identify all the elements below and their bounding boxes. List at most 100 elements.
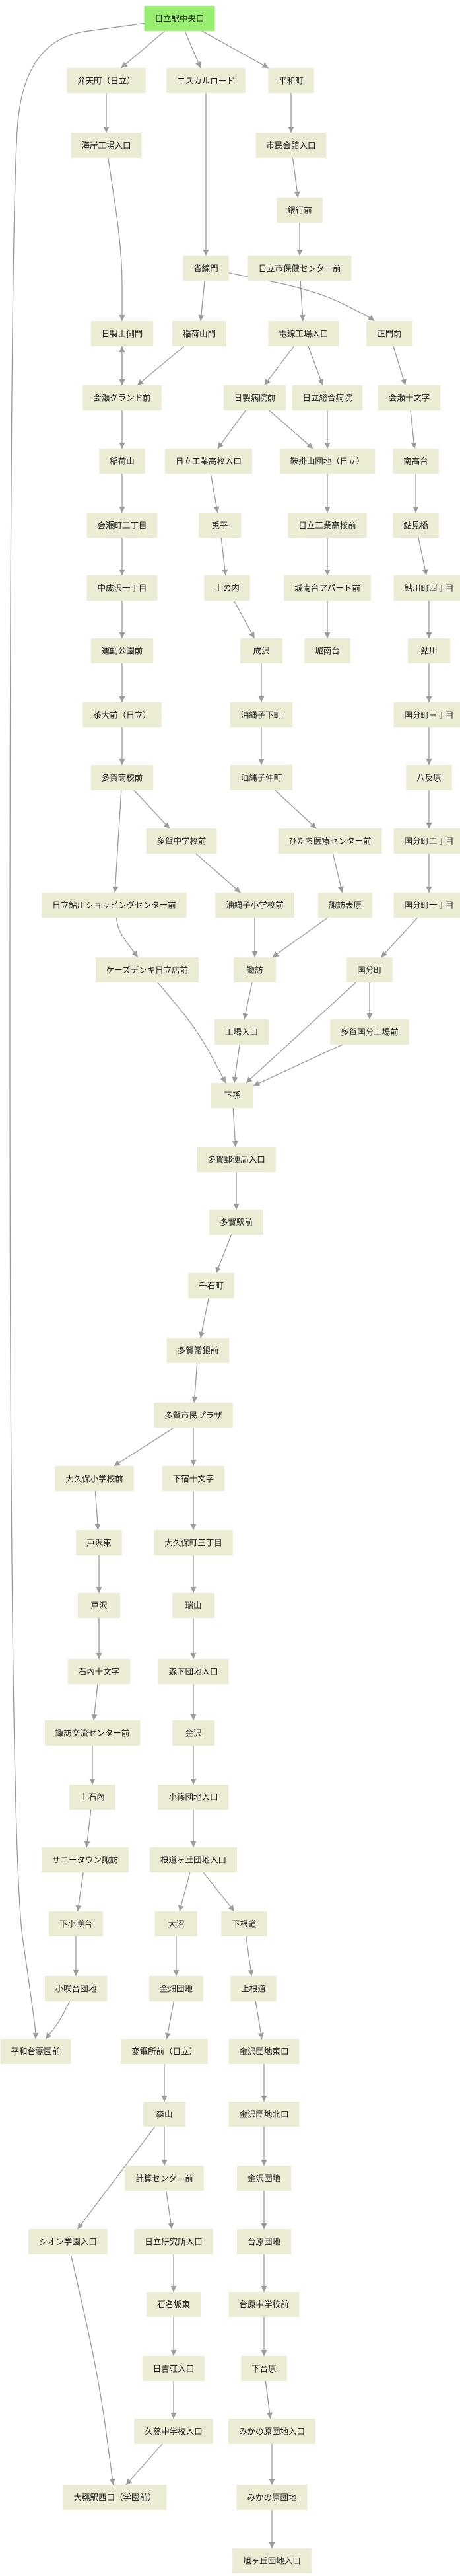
node-box (188, 1273, 234, 1298)
stop-node: 多賀郵便局入口 (197, 1147, 276, 1172)
stop-node: 台原団地 (236, 2229, 292, 2254)
node-box (90, 765, 154, 790)
node-label: 日立研究所入口 (145, 2237, 203, 2247)
arrowhead (114, 1460, 121, 1466)
node-box (408, 638, 450, 663)
stop-node: 鮎見橋 (393, 513, 439, 538)
node-label: 中成沢一丁目 (97, 583, 147, 593)
node-label: 油縄子小学校前 (226, 901, 284, 910)
edge-line (253, 1044, 343, 1086)
node-label: 成沢 (253, 646, 270, 656)
stop-node: 戸沢 (78, 1593, 120, 1618)
node-box (230, 702, 293, 727)
stop-node: 会瀬グランド前 (82, 385, 162, 410)
node-box (154, 1403, 233, 1428)
arrowhead (161, 2160, 168, 2166)
stop-node: 下台原 (241, 2356, 287, 2381)
stop-node: 諏訪 (234, 957, 276, 982)
node-label: 大沼 (168, 1919, 184, 1929)
node-label: 金沢団地北口 (239, 2110, 288, 2119)
node-box (67, 68, 146, 93)
arrowhead (228, 1905, 234, 1911)
edge-line (45, 2001, 71, 2040)
edge-line (77, 1872, 84, 1912)
edge-line (215, 1234, 232, 1274)
stop-node: 多賀中学校前 (146, 828, 217, 854)
arrowhead (91, 1714, 98, 1720)
node-label: 日立工業高校入口 (176, 457, 242, 466)
node-label: 国分町二丁目 (404, 836, 453, 846)
node-label: 大甕駅西口（学園前） (73, 2493, 156, 2503)
stop-node: 千石町 (188, 1273, 234, 1298)
stop-node: 油縄子小学校前 (215, 893, 294, 918)
arrowhead (251, 951, 258, 957)
edge-line (200, 1298, 209, 1339)
stop-node: 運動公園前 (90, 638, 154, 663)
node-label: 計算センター前 (135, 2174, 193, 2184)
arrowhead (163, 822, 170, 828)
arrowhead (306, 442, 313, 449)
node-label: 戸沢東 (86, 1538, 112, 1548)
arrowhead (258, 759, 265, 765)
stop-node: 日製山側門 (90, 321, 154, 346)
node-label: 運動公園前 (102, 646, 143, 656)
edge-line (108, 157, 123, 321)
arrowhead (261, 2350, 267, 2356)
arrowhead (46, 2032, 52, 2039)
node-box (78, 1593, 120, 1618)
edge-line (220, 537, 226, 576)
node-box (44, 1720, 141, 1746)
arrowhead (232, 1140, 238, 1147)
stop-node: 海岸工場入口 (71, 133, 142, 158)
node-box (134, 2229, 213, 2254)
arrowhead (261, 2286, 267, 2292)
edge-line (203, 1872, 235, 1912)
edge-line (246, 1936, 252, 1977)
arrowhead (190, 1841, 197, 1847)
arrowhead (296, 250, 303, 256)
node-box (146, 828, 217, 854)
node-label: 銀行前 (287, 205, 312, 215)
node-box (164, 449, 253, 474)
node-box (221, 1911, 267, 1936)
arrowhead (412, 507, 419, 513)
node-box (82, 702, 162, 727)
arrowhead (125, 2478, 133, 2485)
arrowhead (368, 314, 375, 321)
node-label: 上石內 (80, 1792, 105, 1802)
node-box (42, 893, 187, 918)
arrowhead (215, 1266, 222, 1273)
node-box (279, 449, 376, 474)
node-label: 諏訪表原 (329, 901, 362, 910)
node-label: 下宿十文字 (173, 1474, 214, 1484)
node-box (28, 2229, 108, 2254)
node-box (268, 321, 339, 346)
arrowhead (258, 696, 265, 702)
arrowhead (112, 886, 119, 893)
node-label: 会瀬グランド前 (93, 393, 151, 403)
edge-line (244, 982, 253, 1020)
node-box (0, 2039, 71, 2064)
arrowhead (261, 62, 269, 68)
node-label: 下孫 (224, 1091, 241, 1101)
node-label: 電線工場入口 (279, 329, 328, 339)
edge-line (193, 1362, 198, 1403)
arrowhead (232, 1076, 238, 1083)
node-label: 省線門 (193, 264, 218, 274)
node-label: 小咲台団地 (55, 1984, 97, 1994)
edge-line (217, 410, 246, 449)
node-label: 会瀬十文字 (389, 393, 430, 403)
node-label: 城南台アパート前 (294, 583, 360, 593)
edge-line (137, 346, 185, 386)
node-box (366, 321, 412, 346)
edge-line (157, 982, 226, 1084)
arrowhead (32, 2033, 39, 2039)
stop-node: 正門前 (366, 321, 412, 346)
node-box (90, 321, 154, 346)
edge-line (255, 2001, 263, 2040)
node-label: 八反原 (416, 773, 442, 783)
edge-line (210, 473, 218, 513)
stop-node: 多賀駅前 (209, 1210, 264, 1235)
arrowhead (119, 632, 125, 638)
stop-node: 変電所前（日立） (120, 2039, 209, 2064)
